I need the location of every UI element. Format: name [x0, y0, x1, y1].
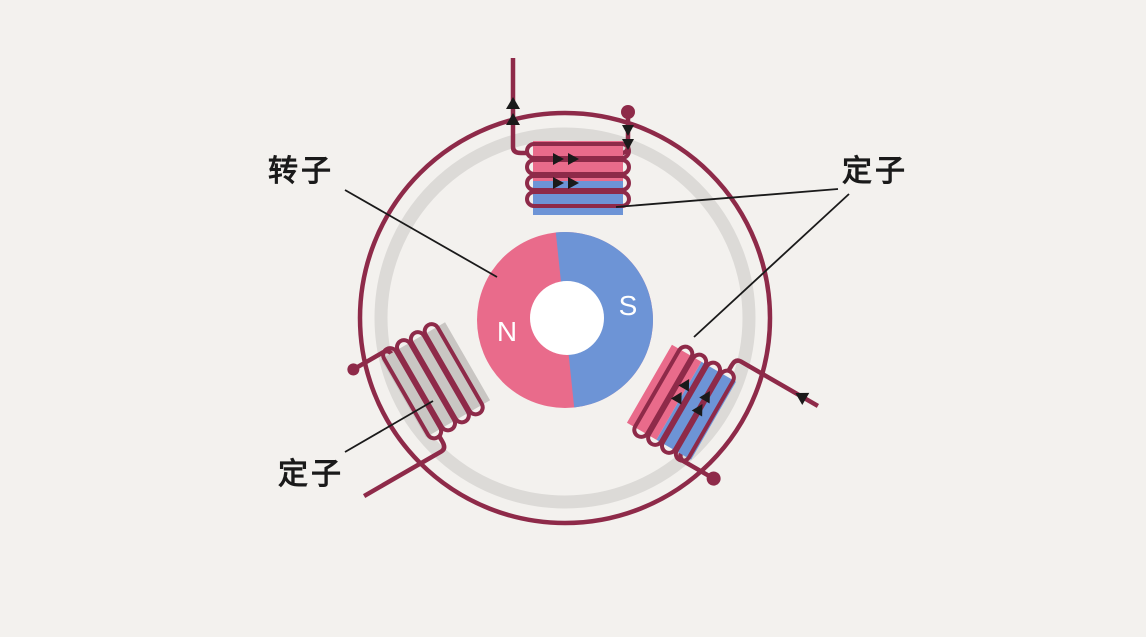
wire-junction-dot	[621, 105, 635, 119]
rotor-pole-n: N	[497, 316, 517, 347]
coil-winding	[422, 322, 485, 417]
stator-label-bottom-left: 定子	[278, 458, 344, 491]
rotor-shaft-hole	[530, 281, 604, 355]
leader-line-stator-left	[344, 400, 434, 453]
wire-junction-dot	[347, 363, 360, 376]
rotor-south-half	[555, 232, 653, 408]
current-arrow-icon	[795, 392, 810, 406]
coil-core-blue	[533, 181, 623, 215]
current-arrow-up-icon	[506, 97, 520, 109]
leader-line-stator-top	[615, 188, 839, 208]
current-arrow-right-icon	[568, 177, 579, 189]
rotor-label: 转子	[268, 155, 334, 188]
coil-lead-wire	[362, 433, 447, 498]
stator-coil-left	[347, 322, 491, 498]
current-arrow-icon	[699, 390, 710, 404]
current-arrow-right-icon	[568, 153, 579, 165]
coil-winding	[646, 352, 709, 447]
coil-winding	[408, 330, 471, 425]
leader-line-stator-right	[693, 193, 850, 338]
stator-coil-right	[626, 344, 820, 486]
coil-winding	[632, 344, 695, 439]
current-arrow-icon	[678, 378, 690, 392]
current-arrow-icon	[691, 403, 703, 417]
current-arrow-right-icon	[553, 153, 564, 165]
wire-junction-dot	[706, 471, 721, 486]
current-arrow-icon	[670, 391, 682, 405]
current-arrow-down-icon	[622, 125, 634, 136]
stator-ring	[374, 127, 756, 509]
stator-label-top-right: 定子	[842, 155, 908, 188]
coil-lead-wire	[725, 358, 820, 408]
circuit-wire-circle	[357, 110, 773, 526]
rotor: N S	[477, 232, 653, 408]
rotor-pole-s: S	[619, 290, 638, 321]
current-arrow-right-icon	[553, 177, 564, 189]
coil-lead-wire	[510, 58, 529, 156]
stator-coil-top	[506, 58, 635, 215]
current-arrow-up-icon	[506, 113, 520, 125]
leader-line-rotor	[344, 189, 498, 278]
coil-winding	[525, 190, 631, 208]
current-arrow-down-icon	[622, 139, 634, 150]
